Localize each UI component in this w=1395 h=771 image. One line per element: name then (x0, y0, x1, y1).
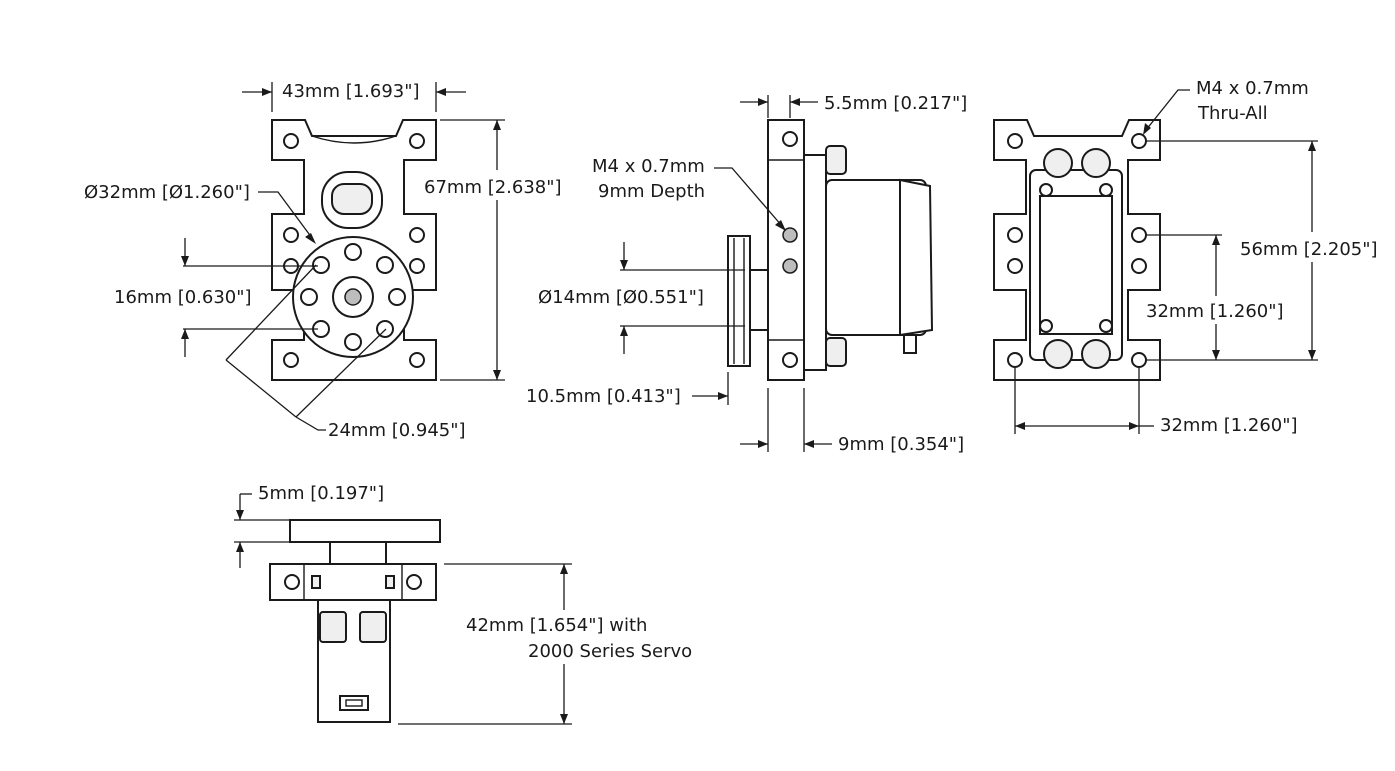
front-hub-hole (344, 333, 362, 351)
side-servo-mount (803, 154, 827, 371)
rear-boss (1081, 148, 1111, 178)
rear-screw (1099, 319, 1113, 333)
side-body-thickness-dim: 9mm [0.354"] (838, 434, 964, 455)
rear-hole (1131, 352, 1147, 368)
bottom-plate-slot (311, 575, 321, 589)
front-height-dim: 67mm [2.638"] (424, 177, 562, 198)
rear-screw (1039, 319, 1053, 333)
rear-width-dim: 32mm [1.260"] (1160, 415, 1298, 436)
side-servo-case (899, 178, 934, 337)
bottom-height-line2: 2000 Series Servo (528, 641, 692, 662)
side-hole (782, 227, 798, 243)
bottom-hole (406, 574, 422, 590)
front-hub-hole (388, 288, 406, 306)
rear-hole (1007, 352, 1023, 368)
bottom-hub-flange (289, 519, 441, 543)
bottom-hub-thickness-dim: 5mm [0.197"] (258, 483, 384, 504)
rear-boss (1043, 148, 1073, 178)
bottom-hub-neck (329, 541, 387, 565)
rear-thread-line2: Thru-All (1197, 103, 1268, 124)
side-servo-screw (825, 145, 847, 175)
side-plate-thickness-dim: 5.5mm [0.217"] (824, 93, 967, 114)
rear-inner-spacing-dim: 32mm [1.260"] (1146, 301, 1284, 322)
rear-hole (1007, 227, 1023, 243)
front-view: 43mm [1.693"] 67mm [2.638"] Ø32mm [Ø1.26… (84, 81, 562, 441)
rear-hole (1131, 258, 1147, 274)
front-hub-hole (312, 256, 330, 274)
rear-hole (1131, 227, 1147, 243)
front-hub-hole (344, 243, 362, 261)
front-hub-bore (344, 288, 362, 306)
side-tap-line1: M4 x 0.7mm (592, 156, 705, 177)
front-hole (283, 352, 299, 368)
front-hole (283, 133, 299, 149)
rear-height-dim: 56mm [2.205"] (1240, 239, 1378, 260)
bottom-servo-connector-inner (345, 699, 363, 707)
side-plate (767, 119, 805, 381)
side-shaft-diameter-dim: Ø14mm [Ø0.551"] (538, 287, 704, 308)
bottom-height-line1: 42mm [1.654"] with (466, 615, 647, 636)
side-servo-connector (903, 334, 917, 354)
front-hole (409, 352, 425, 368)
front-bolt-circle-dim: 24mm [0.945"] (328, 420, 466, 441)
rear-view: M4 x 0.7mm Thru-All 56mm [2.205"] 32mm [… (993, 78, 1378, 436)
rear-hole (1131, 133, 1147, 149)
side-servo-screw (825, 337, 847, 367)
front-hub-diameter-dim: Ø32mm [Ø1.260"] (84, 182, 250, 203)
rear-servo-label (1039, 195, 1113, 335)
bottom-servo-screw (359, 611, 387, 643)
side-hub-offset-dim: 10.5mm [0.413"] (526, 386, 681, 407)
side-hole (782, 258, 798, 274)
front-hole (409, 258, 425, 274)
side-hole (782, 131, 798, 147)
rear-screw (1099, 183, 1113, 197)
rear-hole (1007, 258, 1023, 274)
front-hole (409, 227, 425, 243)
side-hole (782, 352, 798, 368)
front-hole-offset-dim: 16mm [0.630"] (114, 287, 252, 308)
bottom-view: 5mm [0.197"] 42mm [1.654"] with 2000 Ser… (234, 483, 692, 725)
bottom-hole (284, 574, 300, 590)
side-tap-line2: 9mm Depth (598, 181, 705, 202)
front-hub-hole (376, 256, 394, 274)
front-top-boss-inner (331, 183, 373, 215)
rear-thread-line1: M4 x 0.7mm (1196, 78, 1309, 99)
side-hub-flange (727, 235, 751, 367)
front-hub-hole (300, 288, 318, 306)
front-width-dim: 43mm [1.693"] (282, 81, 420, 102)
bottom-plate-slot (385, 575, 395, 589)
rear-boss (1081, 339, 1111, 369)
front-hole (283, 227, 299, 243)
bottom-servo-connector (339, 695, 369, 711)
rear-screw (1039, 183, 1053, 197)
front-plate-top-arc (311, 135, 397, 144)
bottom-servo-screw (319, 611, 347, 643)
rear-hole (1007, 133, 1023, 149)
front-hole (409, 133, 425, 149)
side-view: 5.5mm [0.217"] M4 x 0.7mm 9mm Depth Ø14m… (526, 93, 967, 455)
rear-boss (1043, 339, 1073, 369)
